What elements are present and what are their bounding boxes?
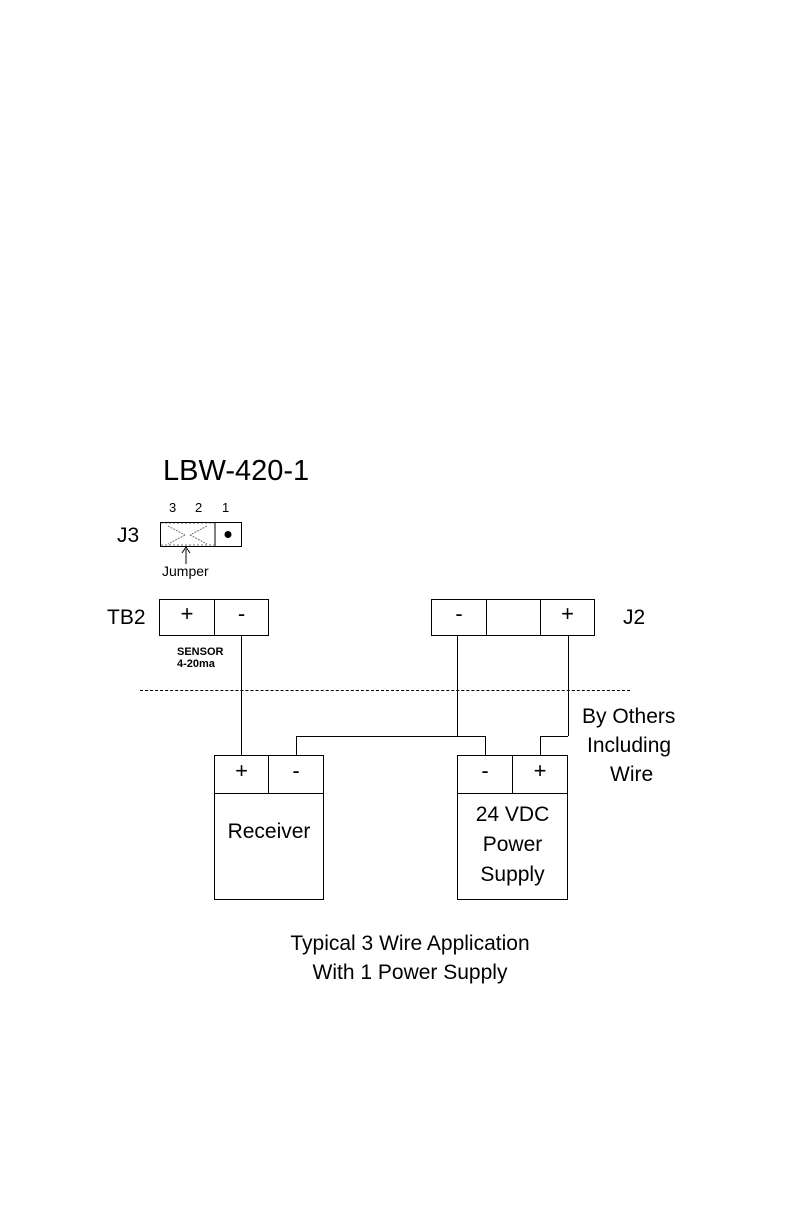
by-others-line1: By Others [582, 705, 675, 729]
j2-plus-terminal: + [541, 600, 594, 635]
jumper-arrow-icon [180, 546, 192, 564]
jumper-label: Jumper [162, 563, 209, 579]
receiver-plus-terminal: + [215, 756, 269, 793]
tb2-minus-terminal: - [215, 600, 268, 635]
receiver-minus-terminal: - [269, 756, 323, 793]
ps-minus-terminal: - [458, 756, 513, 793]
tb2-terminal-block: + - [159, 599, 269, 636]
wire-ps-minus-drop [485, 736, 486, 755]
boundary-dashed-line [140, 690, 630, 691]
sensor-range-label: 4-20ma [177, 658, 215, 670]
receiver-label: Receiver [215, 817, 323, 847]
tb2-label: TB2 [107, 606, 146, 630]
wire-receiver-minus-drop [296, 736, 297, 755]
wire-j2-plus-down [568, 636, 569, 736]
wire-j2-minus-down [457, 636, 458, 736]
jumper-shape [161, 523, 241, 546]
ps-plus-terminal: + [513, 756, 567, 793]
receiver-box: + - Receiver [214, 755, 324, 900]
ps-label-line1: 24 VDC [458, 800, 567, 830]
wire-j2-plus-jog [540, 736, 568, 737]
j2-label: J2 [623, 606, 645, 630]
tb2-plus-terminal: + [160, 600, 215, 635]
j3-label: J3 [117, 524, 139, 548]
wire-tb2-minus-to-receiver-plus [241, 636, 242, 755]
caption-line1: Typical 3 Wire Application [200, 929, 620, 958]
caption-line2: With 1 Power Supply [200, 958, 620, 987]
j3-pin-3-label: 3 [169, 500, 176, 515]
diagram-title: LBW-420-1 [163, 455, 309, 488]
j2-minus-terminal: - [432, 600, 487, 635]
j3-pin-2-label: 2 [195, 500, 202, 515]
ps-label-line2: Power [458, 830, 567, 860]
by-others-line3: Wire [610, 763, 653, 787]
j2-connector: - + [431, 599, 595, 636]
j3-pin-1-label: 1 [222, 500, 229, 515]
wire-receiver-minus-to-ps-minus [296, 736, 485, 737]
wire-ps-plus-drop [540, 736, 541, 755]
ps-label-line3: Supply [458, 860, 567, 890]
sensor-label: SENSOR [177, 646, 223, 658]
j2-empty-terminal [487, 600, 541, 635]
j3-connector [160, 522, 242, 547]
by-others-line2: Including [587, 734, 671, 758]
power-supply-box: - + 24 VDC Power Supply [457, 755, 568, 900]
